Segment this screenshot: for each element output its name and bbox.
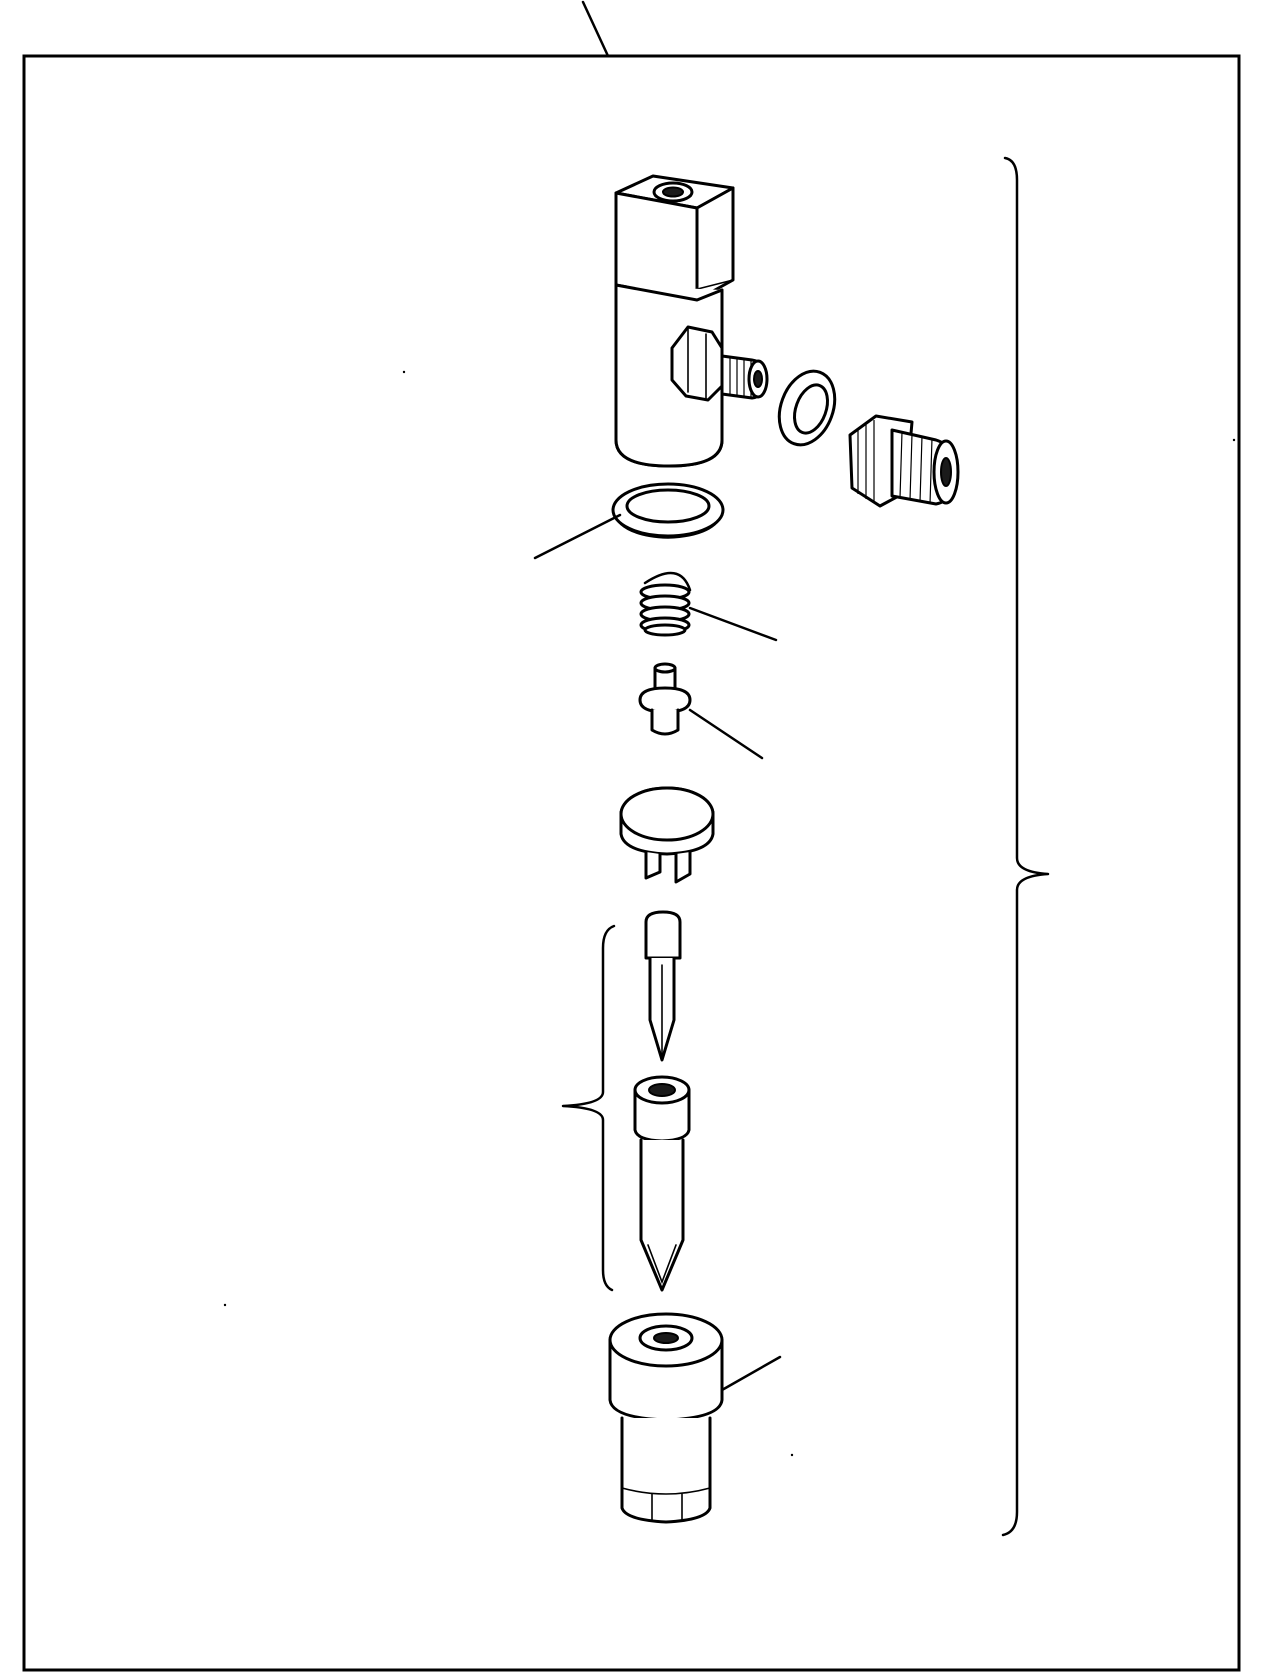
nut-leader-line [720,1355,782,1392]
nozzle-needle-icon [644,910,682,1062]
side-adapter-nipple-icon [720,354,769,400]
nozzle-set-brace [561,924,616,1292]
assembly-brace [1001,156,1050,1537]
sealing-washer-icon [533,482,725,560]
nozzle-holder-body-icon [614,174,735,468]
spacer-cap-icon [619,786,715,884]
speck [402,370,406,374]
diagram-frame [22,54,1241,1672]
inlet-connector-icon [848,414,960,508]
assembly-leader-line [581,0,610,58]
washer-leader-line [533,513,622,560]
speck [790,1453,794,1457]
nozzle-body-icon [633,1075,691,1292]
pressure-spring-icon [639,571,778,642]
retaining-nut-icon [608,1312,782,1524]
pin-leader-line [688,708,764,760]
speck [223,1303,227,1307]
pressure-pin-icon [638,662,764,760]
side-gasket-ring-icon [777,369,837,447]
spring-leader-line [688,606,778,642]
speck [1232,438,1236,442]
